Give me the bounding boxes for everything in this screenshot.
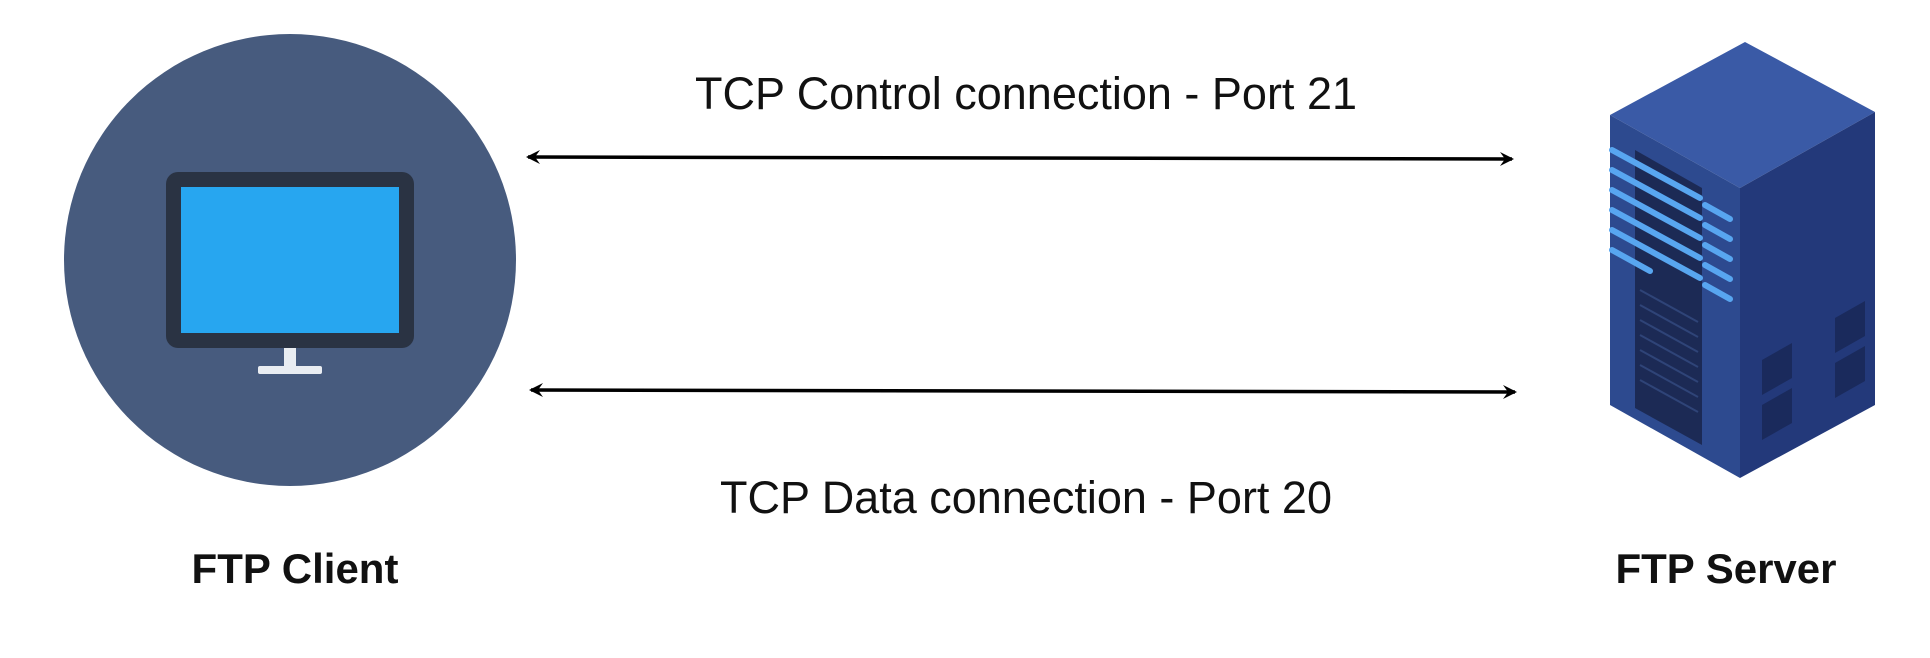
server-door-slats (1639, 289, 1699, 413)
control-connection-arrow (526, 150, 1514, 166)
server-light-strips (1609, 147, 1733, 302)
data-connection-arrow (529, 383, 1517, 399)
data-connection: TCP Data connection - Port 20 (529, 383, 1517, 523)
server-side-vents (1762, 301, 1865, 440)
monitor-screen (181, 187, 399, 333)
server-top-face (1610, 42, 1875, 188)
monitor-base (258, 366, 322, 374)
client-label: FTP Client (192, 545, 399, 592)
data-connection-label: TCP Data connection - Port 20 (720, 472, 1332, 523)
server-label: FTP Server (1615, 545, 1836, 592)
server-tower-icon (1609, 42, 1875, 478)
client-node (64, 34, 516, 486)
control-connection: TCP Control connection - Port 21 (526, 68, 1514, 166)
monitor-neck (284, 348, 296, 366)
control-connection-label: TCP Control connection - Port 21 (695, 68, 1357, 119)
desktop-monitor-icon (166, 172, 414, 374)
